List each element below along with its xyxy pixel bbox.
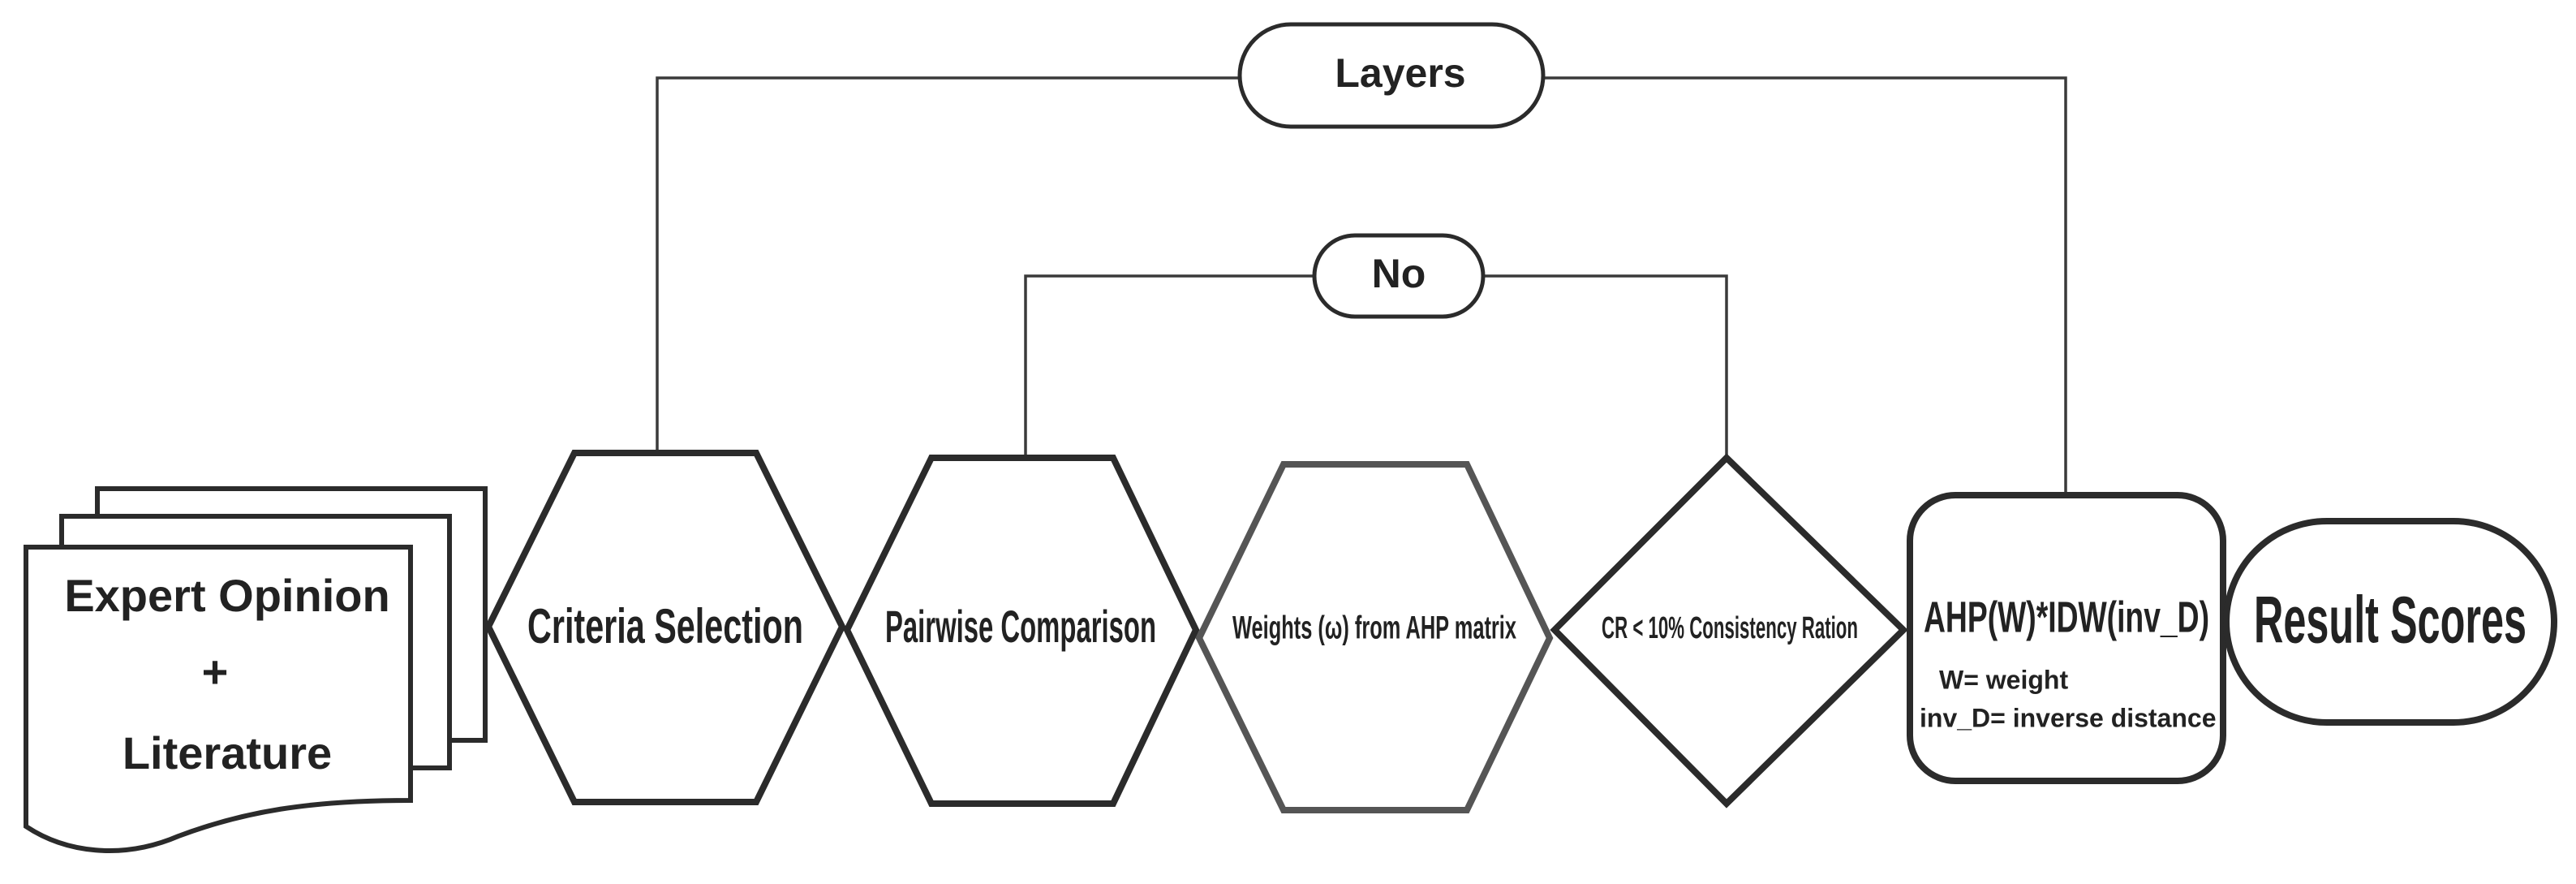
criteria-selection-node: Criteria Selection xyxy=(484,450,846,805)
no-pill xyxy=(1312,233,1486,319)
pairwise-comparison-label: Pairwise Comparison xyxy=(885,601,1156,652)
result-scores-node: Result Scores xyxy=(2223,518,2557,726)
layers-loop-label-node: Layers xyxy=(1237,22,1546,129)
formula-box xyxy=(1907,492,2226,784)
formula-legend-w: W= weight xyxy=(1939,665,2068,694)
sources-line2: + xyxy=(202,646,229,697)
result-scores-label: Result Scores xyxy=(2254,584,2527,658)
formula-legend-inv-d: inv_D= inverse distance xyxy=(1920,703,2217,732)
no-loop-connector-right xyxy=(1482,274,1728,455)
layers-pill xyxy=(1237,22,1546,129)
ahp-idw-formula-node: AHP(W)*IDW(inv_D) W= weight inv_D= inver… xyxy=(1907,492,2226,784)
ahp-weights-node: Weights (ω) from AHP matrix xyxy=(1195,461,1554,813)
result-scores-pill xyxy=(2223,518,2557,726)
criteria-selection-hexagon xyxy=(484,450,846,805)
consistency-ratio-decision-node: CR < 10% Consistency Ration xyxy=(1550,453,1908,809)
consistency-ratio-label: CR < 10% Consistency Ration xyxy=(1602,611,1858,645)
layers-loop-connector-right xyxy=(1542,76,2067,495)
pairwise-comparison-node: Pairwise Comparison xyxy=(843,455,1200,807)
ahp-weights-hexagon xyxy=(1195,461,1554,813)
sources-line1: Expert Opinion xyxy=(64,570,389,621)
document-sheet-front xyxy=(24,545,413,853)
consistency-ratio-diamond xyxy=(1550,453,1908,809)
formula-expression: AHP(W)*IDW(inv_D) xyxy=(1924,593,2209,641)
sources-line3: Literature xyxy=(123,727,332,778)
expert-opinion-literature-node: Expert Opinion + Literature xyxy=(24,486,488,853)
criteria-selection-label: Criteria Selection xyxy=(527,599,803,653)
layers-loop-connector xyxy=(656,76,1241,451)
no-label: No xyxy=(1372,251,1426,296)
ahp-weights-label: Weights (ω) from AHP matrix xyxy=(1232,610,1516,646)
pairwise-comparison-hexagon xyxy=(843,455,1200,807)
no-loop-label-node: No xyxy=(1312,233,1486,319)
layers-label: Layers xyxy=(1335,50,1465,96)
no-loop-connector xyxy=(1024,274,1316,456)
